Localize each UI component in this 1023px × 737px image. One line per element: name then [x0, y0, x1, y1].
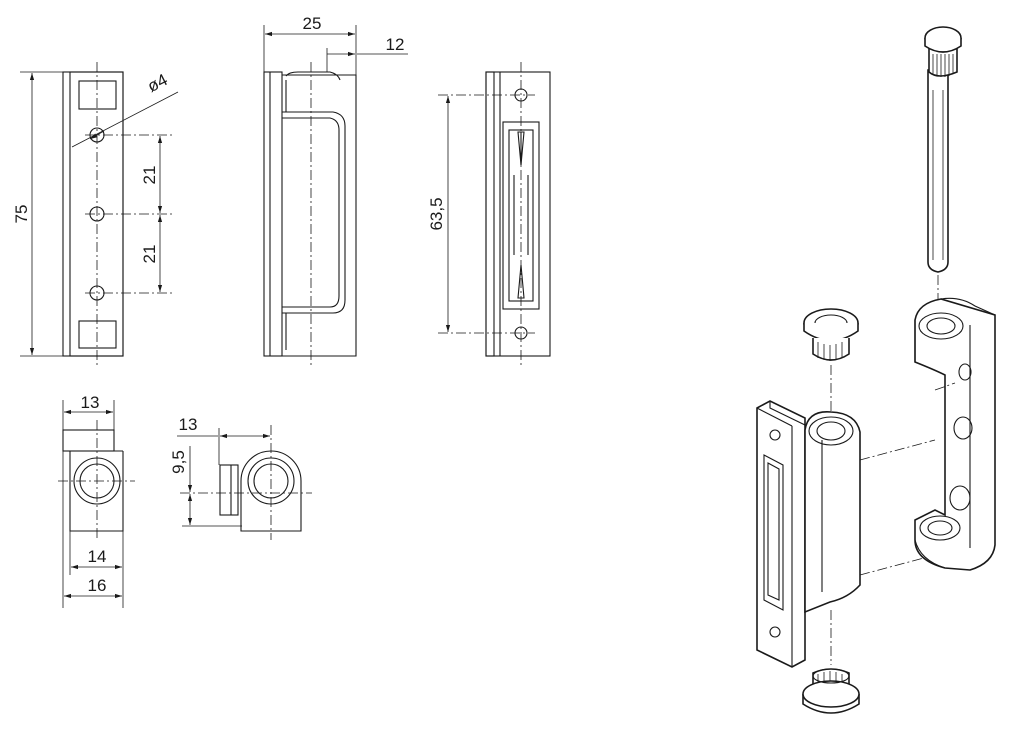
- dim-side-width: 25: [303, 14, 322, 33]
- plan-view-left: 13 14 16: [58, 393, 135, 608]
- exploded-isometric-view: [756, 26, 996, 714]
- dim-rear-hole-spacing: 63,5: [427, 197, 446, 230]
- dim-side-offset: 12: [386, 35, 405, 54]
- sash-leaf: [914, 297, 996, 571]
- side-view: 25 12: [263, 14, 408, 366]
- dim-pitch-upper: 21: [140, 166, 159, 185]
- top-bushing: [803, 308, 859, 361]
- hinge-pin: [924, 26, 962, 273]
- dim-front-height: 75: [12, 205, 31, 224]
- rear-view: 63,5: [427, 62, 551, 366]
- dim-hole-diameter: ø4: [144, 70, 170, 96]
- dim-plan2-width: 13: [179, 415, 198, 434]
- frame-leaf: [756, 400, 936, 668]
- dim-plan-overall-width: 16: [88, 576, 107, 595]
- dim-plan-inner-width: 14: [88, 547, 107, 566]
- plan-view-right: 13 9,5: [169, 415, 312, 540]
- dim-plan2-offset: 9,5: [169, 450, 188, 474]
- bottom-bushing: [802, 668, 860, 714]
- dim-pitch-lower: 21: [140, 245, 159, 264]
- front-view: 75 21 21 ø4: [12, 62, 179, 366]
- dim-plan-top-width: 13: [81, 393, 100, 412]
